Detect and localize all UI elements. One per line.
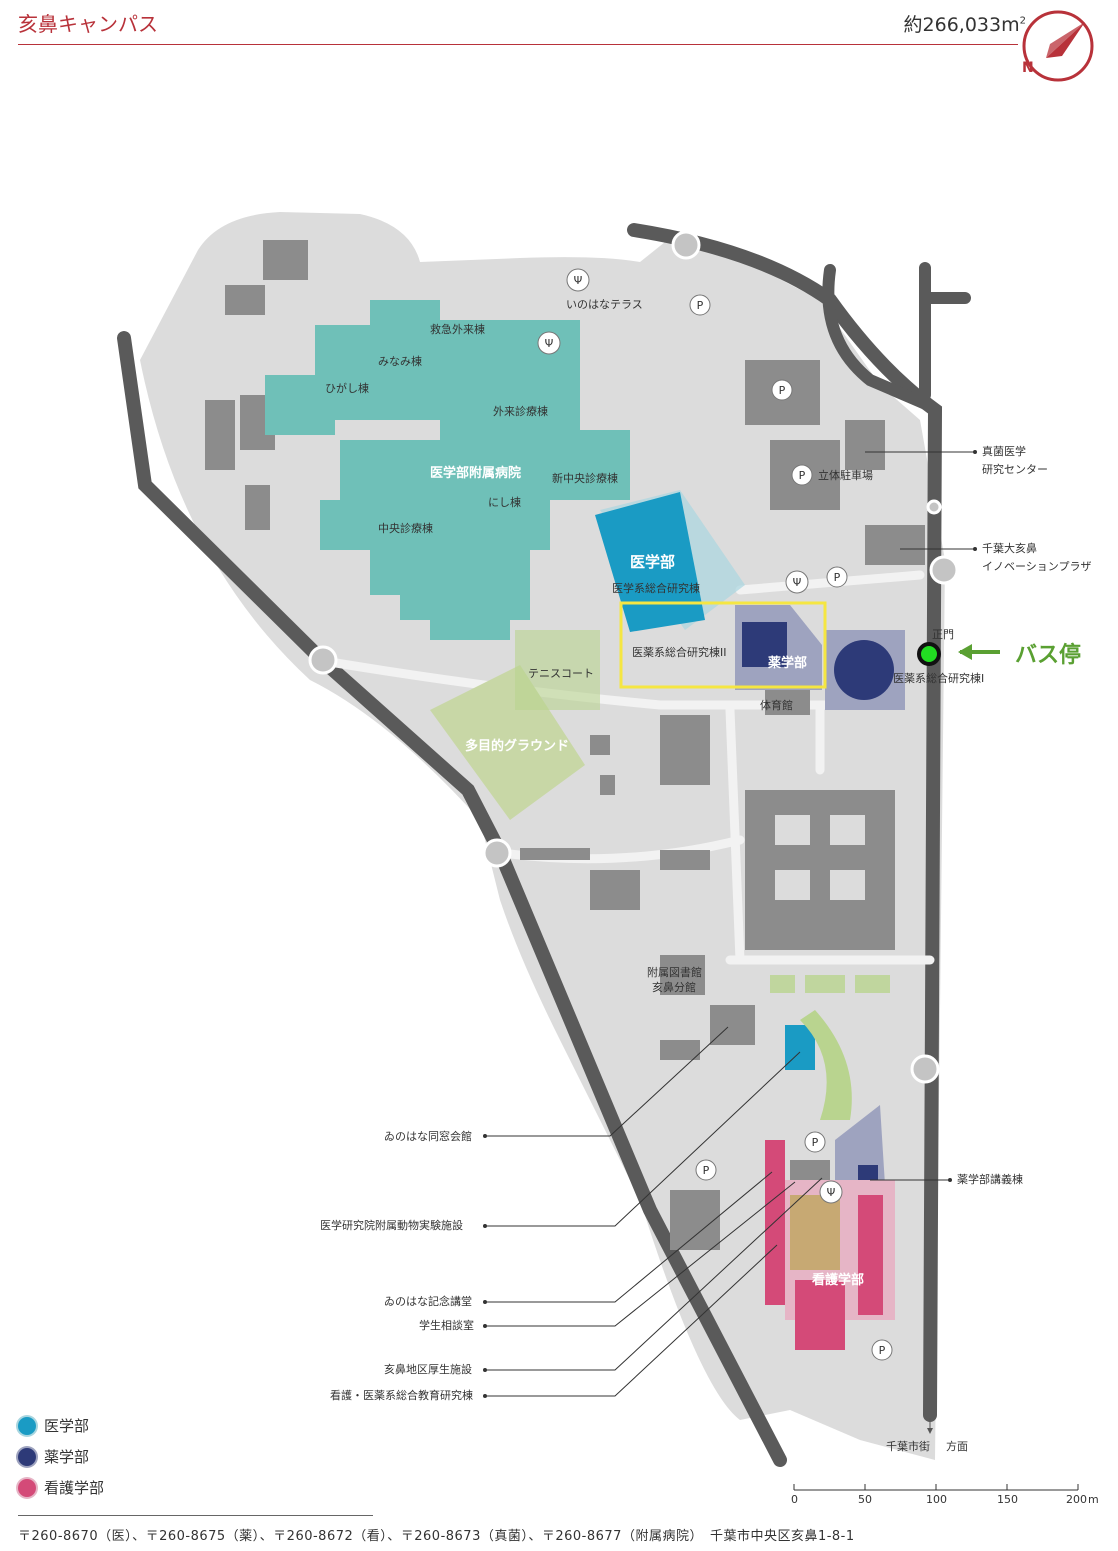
building-labels: いのはなテラス 救急外来棟 みなみ棟 ひがし棟 外来診療棟 医学部附属病院 新中…	[320, 298, 1091, 1453]
svg-text:にし棟: にし棟	[488, 495, 521, 509]
svg-text:150: 150	[997, 1493, 1018, 1506]
svg-text:P: P	[879, 1344, 886, 1357]
svg-text:みなみ棟: みなみ棟	[378, 354, 422, 368]
svg-text:正門: 正門	[932, 628, 954, 641]
svg-text:バス停: バス停	[1015, 642, 1081, 668]
parking-icon: P	[771, 379, 793, 401]
compass-icon: N	[1022, 10, 1094, 82]
parking-icon: P	[871, 1339, 893, 1361]
svg-text:新中央診療棟: 新中央診療棟	[552, 471, 618, 485]
area-text: 約266,033m2	[903, 14, 1026, 36]
svg-text:薬学部: 薬学部	[767, 655, 807, 671]
svg-text:救急外来棟: 救急外来棟	[430, 322, 485, 336]
svg-text:看護学部: 看護学部	[812, 1272, 864, 1288]
svg-text:医学研究院附属動物実験施設: 医学研究院附属動物実験施設	[320, 1218, 463, 1232]
svg-text:ゐのはな記念講堂: ゐのはな記念講堂	[384, 1294, 472, 1308]
svg-text:Ψ: Ψ	[793, 576, 802, 589]
callout-dots	[483, 450, 977, 1398]
svg-text:多目的グラウンド: 多目的グラウンド	[465, 738, 569, 754]
legend-item-medicine: 医学部	[18, 1410, 104, 1441]
svg-text:附属図書館: 附属図書館	[647, 965, 702, 979]
svg-text:学生相談室: 学生相談室	[419, 1318, 474, 1332]
svg-text:Ψ: Ψ	[545, 337, 554, 350]
callout-lines	[485, 451, 975, 1397]
parking-icon: P	[791, 464, 813, 486]
parking-icon: P	[689, 294, 711, 316]
svg-text:医学部: 医学部	[630, 553, 675, 571]
road-junctions	[308, 230, 959, 1084]
svg-text:いのはなテラス: いのはなテラス	[566, 298, 643, 311]
restaurant-icon: Ψ	[819, 1180, 843, 1204]
svg-text:P: P	[812, 1136, 819, 1149]
map-title: 亥鼻キャンパス	[18, 12, 158, 36]
svg-text:千葉大亥鼻: 千葉大亥鼻	[982, 541, 1037, 555]
restaurant-markers: Ψ Ψ Ψ Ψ	[537, 268, 843, 1204]
svg-text:P: P	[834, 571, 841, 584]
svg-text:N: N	[1022, 60, 1034, 76]
svg-text:体育館: 体育館	[760, 698, 793, 712]
svg-text:P: P	[697, 299, 704, 312]
svg-text:イノベーションプラザ: イノベーションプラザ	[982, 560, 1091, 573]
svg-text:立体駐車場: 立体駐車場	[818, 468, 873, 482]
svg-text:P: P	[779, 384, 786, 397]
svg-text:外来診療棟: 外来診療棟	[493, 404, 548, 418]
parking-icon: P	[804, 1131, 826, 1153]
svg-text:看護・医薬系総合教育研究棟: 看護・医薬系総合教育研究棟	[330, 1388, 473, 1402]
nursing-buildings	[765, 1140, 895, 1350]
svg-text:Ψ: Ψ	[827, 1186, 836, 1199]
address: 〒260-8670（医）、〒260-8675（薬）、〒260-8672（看）、〒…	[18, 1529, 855, 1544]
svg-text:テニスコート: テニスコート	[528, 667, 594, 680]
svg-text:医薬系総合研究棟II: 医薬系総合研究棟II	[632, 645, 727, 659]
svg-text:薬学部講義棟: 薬学部講義棟	[957, 1172, 1023, 1186]
parking-markers: P P P P P P P	[689, 294, 893, 1361]
header-divider	[18, 44, 1018, 45]
legend-item-pharmacy: 薬学部	[18, 1441, 104, 1472]
pharmacy-buildings	[735, 605, 905, 1185]
svg-text:千葉市街: 千葉市街	[886, 1439, 930, 1453]
svg-text:P: P	[703, 1164, 710, 1177]
svg-text:100: 100	[926, 1493, 947, 1506]
svg-text:方面: 方面	[946, 1439, 968, 1453]
medicine-swatch	[18, 1416, 36, 1435]
green-areas	[430, 630, 890, 1120]
parking-icon: P	[826, 566, 848, 588]
legend: 医学部 薬学部 看護学部	[18, 1410, 104, 1503]
medicine-buildings	[595, 490, 815, 1070]
svg-text:中央診療棟: 中央診療棟	[378, 521, 433, 535]
svg-text:ひがし棟: ひがし棟	[325, 381, 369, 395]
svg-text:医学系総合研究棟: 医学系総合研究棟	[612, 581, 700, 595]
bus-stop-marker	[917, 642, 941, 666]
legend-item-nursing: 看護学部	[18, 1472, 104, 1503]
svg-text:m: m	[1088, 1493, 1099, 1506]
parking-icon: P	[695, 1159, 717, 1181]
scale-bar: 0 50 100 150 200 m	[791, 1484, 1099, 1506]
svg-text:200: 200	[1066, 1493, 1087, 1506]
gray-buildings	[205, 240, 925, 1250]
bus-stop[interactable]	[917, 642, 1000, 666]
footer-divider	[18, 1515, 373, 1516]
pharmacy-swatch	[18, 1447, 36, 1466]
svg-text:医学部附属病院: 医学部附属病院	[430, 465, 521, 481]
svg-text:真菌医学: 真菌医学	[982, 444, 1026, 458]
svg-text:亥鼻地区厚生施設: 亥鼻地区厚生施設	[384, 1362, 472, 1376]
svg-text:50: 50	[858, 1493, 872, 1506]
svg-text:研究センター: 研究センター	[982, 462, 1048, 476]
restaurant-icon: Ψ	[566, 268, 590, 292]
restaurant-icon: Ψ	[785, 570, 809, 594]
nursing-swatch	[18, 1478, 36, 1497]
svg-text:0: 0	[791, 1493, 798, 1506]
roads	[117, 223, 971, 1467]
svg-text:Ψ: Ψ	[574, 274, 583, 287]
pharmacy-highlight-box[interactable]	[619, 601, 827, 689]
svg-text:医薬系総合研究棟I: 医薬系総合研究棟I	[893, 671, 984, 685]
svg-text:ゐのはな同窓会館: ゐのはな同窓会館	[384, 1129, 472, 1143]
courtyards	[775, 815, 865, 900]
restaurant-icon: Ψ	[537, 331, 561, 355]
svg-text:亥鼻分館: 亥鼻分館	[652, 980, 696, 994]
svg-text:P: P	[799, 469, 806, 482]
